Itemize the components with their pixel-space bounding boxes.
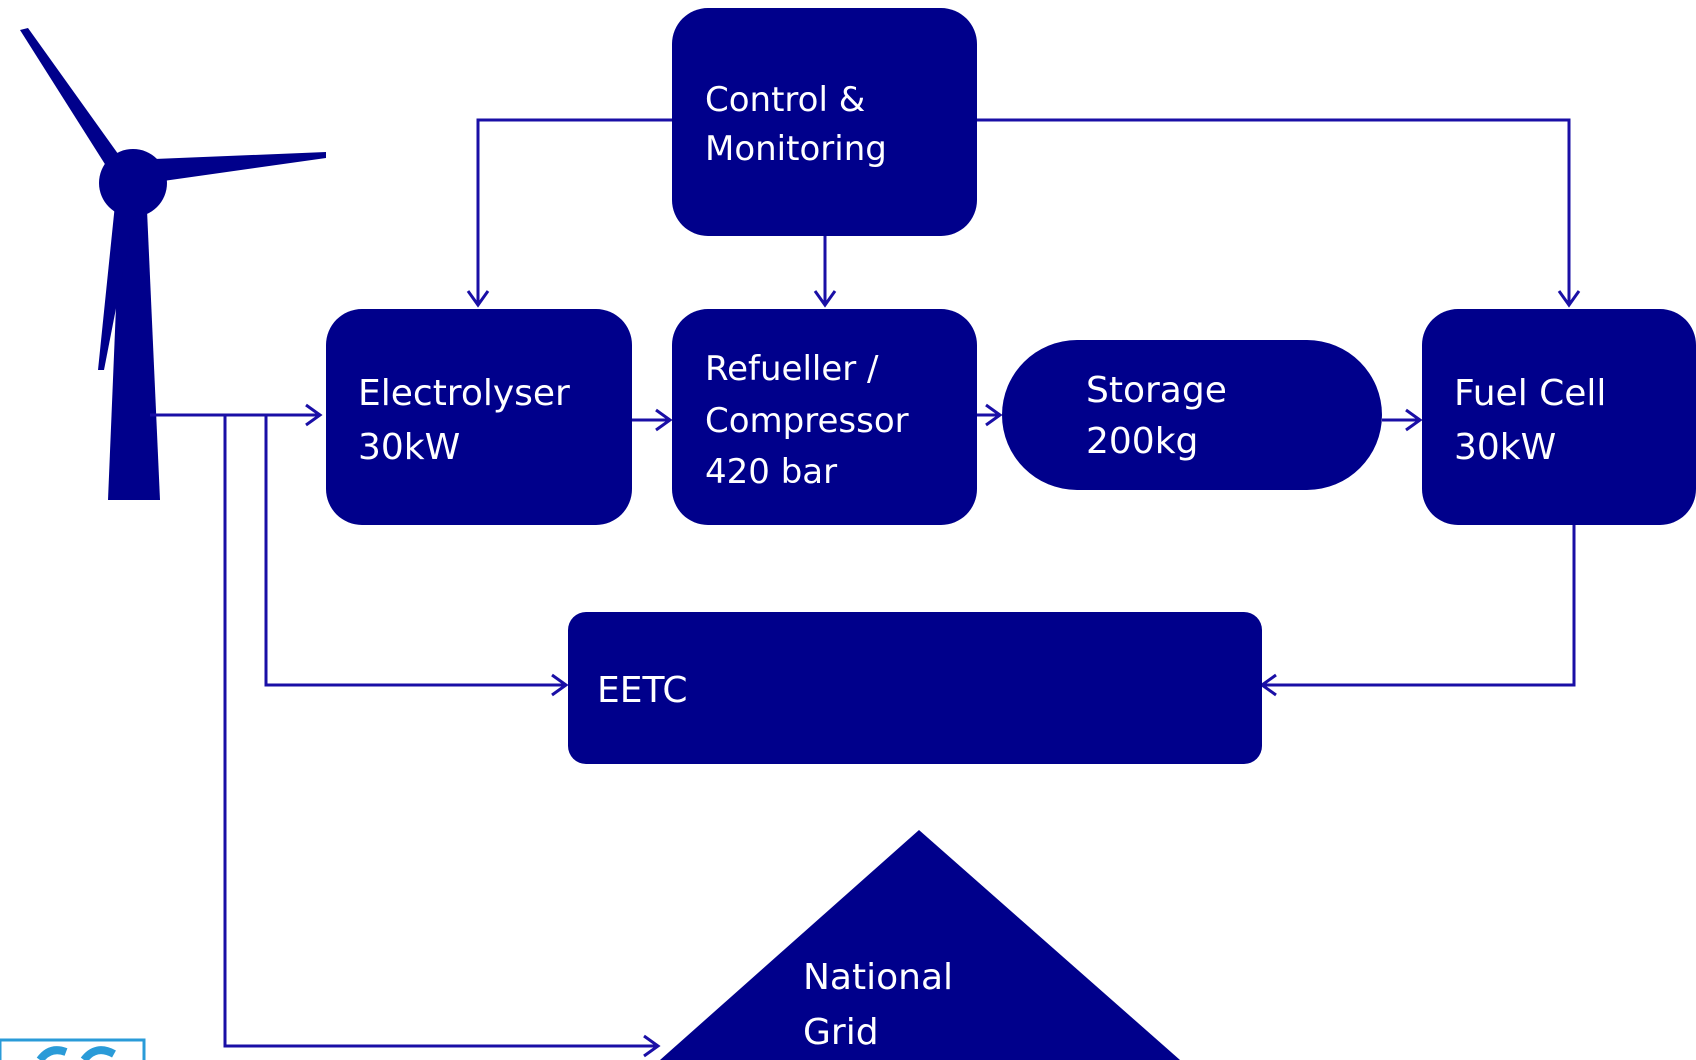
refueller-compressor-node: Refueller / Compressor 420 bar xyxy=(672,309,977,525)
electrolyser-node: Electrolyser 30kW xyxy=(326,309,632,525)
connectors xyxy=(150,118,1581,1058)
storage-label-line1: Storage xyxy=(1086,370,1227,411)
fuel-cell-node: Fuel Cell 30kW xyxy=(1422,309,1696,525)
control-monitoring-node: Control & Monitoring xyxy=(672,8,977,236)
eetc-node: EETC xyxy=(568,612,1262,764)
electrolyser-label-line1: Electrolyser xyxy=(358,373,570,414)
refueller-label-line3: 420 bar xyxy=(705,452,837,492)
national-grid-node: National Grid xyxy=(660,830,1180,1060)
eetc-label: EETC xyxy=(597,670,688,711)
fuel-cell-label-line1: Fuel Cell xyxy=(1454,373,1606,414)
fuel-cell-label-line2: 30kW xyxy=(1454,427,1556,468)
electrolyser-label-line2: 30kW xyxy=(358,427,460,468)
partial-logo-icon xyxy=(0,1038,146,1060)
control-label-line1: Control & xyxy=(705,80,865,120)
wind-turbine-icon xyxy=(20,28,326,500)
storage-node: Storage 200kg xyxy=(1002,340,1382,490)
refueller-label-line2: Compressor xyxy=(705,401,909,441)
refueller-label-line1: Refueller / xyxy=(705,349,879,389)
control-label-line2: Monitoring xyxy=(705,129,887,169)
national-grid-label-line1: National xyxy=(803,957,953,998)
storage-label-line2: 200kg xyxy=(1086,421,1198,462)
national-grid-label-line2: Grid xyxy=(803,1012,879,1053)
